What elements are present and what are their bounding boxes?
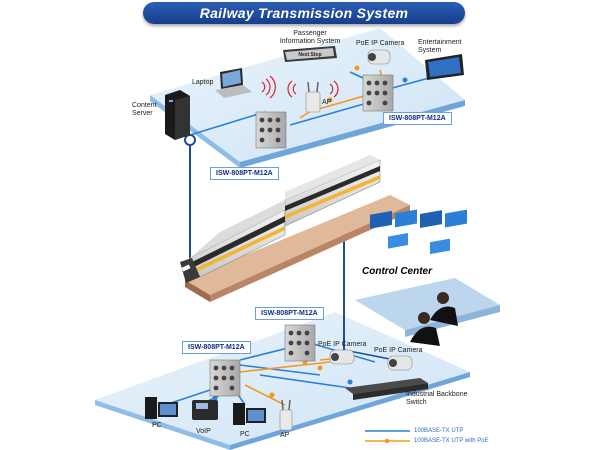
poe-camera-bottom-label: PoE IP Camera [374, 347, 423, 354]
entertainment-label: Entertainment System [418, 39, 462, 54]
switch-tag-upper-right: ISW-808PT-M12A [383, 112, 452, 125]
switch-tag-bottom: ISW-808PT-M12A [182, 341, 251, 354]
control-center-label: Control Center [362, 266, 432, 277]
pc-right [233, 403, 266, 425]
poe-camera-top [367, 49, 391, 65]
operator-1 [430, 292, 458, 326]
pc-right-label: PC [240, 431, 250, 438]
train-platform [185, 195, 410, 302]
title-banner: Railway Transmission System [143, 2, 465, 24]
switch-tag-mid: ISW-808PT-M12A [255, 307, 324, 320]
backbone-switch [345, 378, 428, 400]
page-title: Railway Transmission System [199, 5, 409, 21]
voip-label: VoIP [196, 428, 211, 435]
entertainment-display [425, 54, 464, 80]
pis-label: Passenger Information System [279, 30, 341, 45]
switch-icon-upper-right [362, 74, 394, 112]
operator-2 [410, 312, 440, 346]
ap-top-label: AP [322, 99, 332, 106]
legend-poe-label: 100BASE-TX UTP with PoE [414, 438, 489, 444]
next-stop-label: Next Stop [298, 52, 322, 58]
poe-camera-mid [329, 349, 355, 365]
poe-camera-bottom [387, 355, 413, 371]
backbone-switch-label: Industrial Backbone Switch [406, 391, 468, 406]
wifi-waves [261, 75, 339, 99]
access-point-bottom [279, 399, 293, 431]
access-point-top [305, 81, 321, 113]
control-link-dots [212, 359, 353, 401]
content-server [165, 90, 190, 140]
laptop-label: Laptop [192, 79, 214, 86]
pc-left-label: PC [152, 422, 162, 429]
poe-camera-mid-label: PoE IP Camera [318, 341, 367, 348]
switch-icon-mid [284, 324, 316, 362]
pis-display [283, 46, 337, 62]
laptop [215, 68, 252, 98]
upper-link-dots [327, 65, 408, 103]
content-server-label: Content Server [132, 102, 157, 117]
legend-utp-label: 100BASE-TX UTP [414, 428, 464, 434]
pc-left [145, 397, 178, 419]
switch-icon-bottom [209, 359, 241, 397]
ap-bottom-label: AP [280, 432, 290, 439]
switch-icon-upper-left [255, 111, 287, 149]
poe-camera-top-label: PoE IP Camera [356, 40, 405, 47]
legend-poe-dot [384, 438, 390, 444]
voip-phone [192, 400, 218, 420]
legend [365, 430, 410, 444]
train [180, 155, 381, 283]
switch-tag-upper-left: ISW-808PT-M12A [210, 167, 279, 180]
